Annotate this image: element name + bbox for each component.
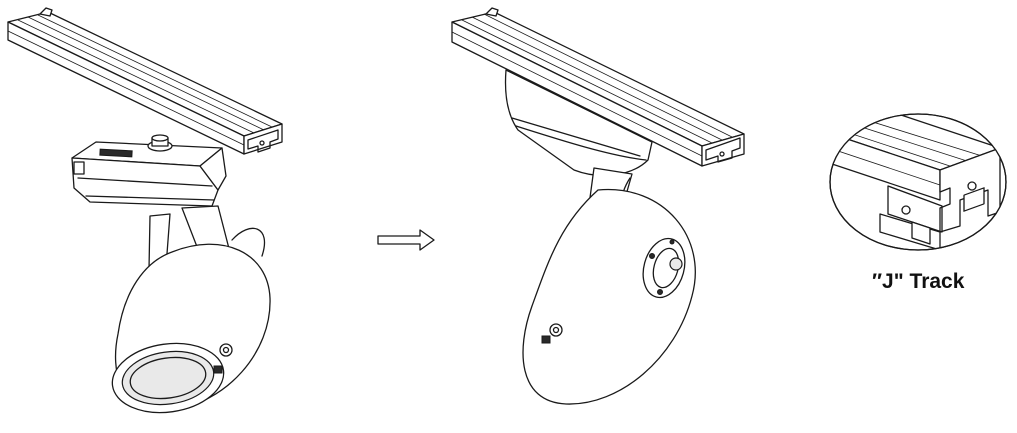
- spotlight-head-middle: [522, 167, 696, 405]
- track-rail-middle: [451, 7, 745, 167]
- right-outline-arrow-icon: [377, 229, 435, 251]
- j-track-caption: ″J" Track: [872, 270, 965, 293]
- j-track-detail: [829, 113, 1007, 251]
- adapter-housing-middle: [504, 69, 653, 177]
- track-rail-left: [7, 7, 283, 155]
- spotlight-head-left: [111, 205, 271, 414]
- adapter-housing-left: [71, 134, 227, 207]
